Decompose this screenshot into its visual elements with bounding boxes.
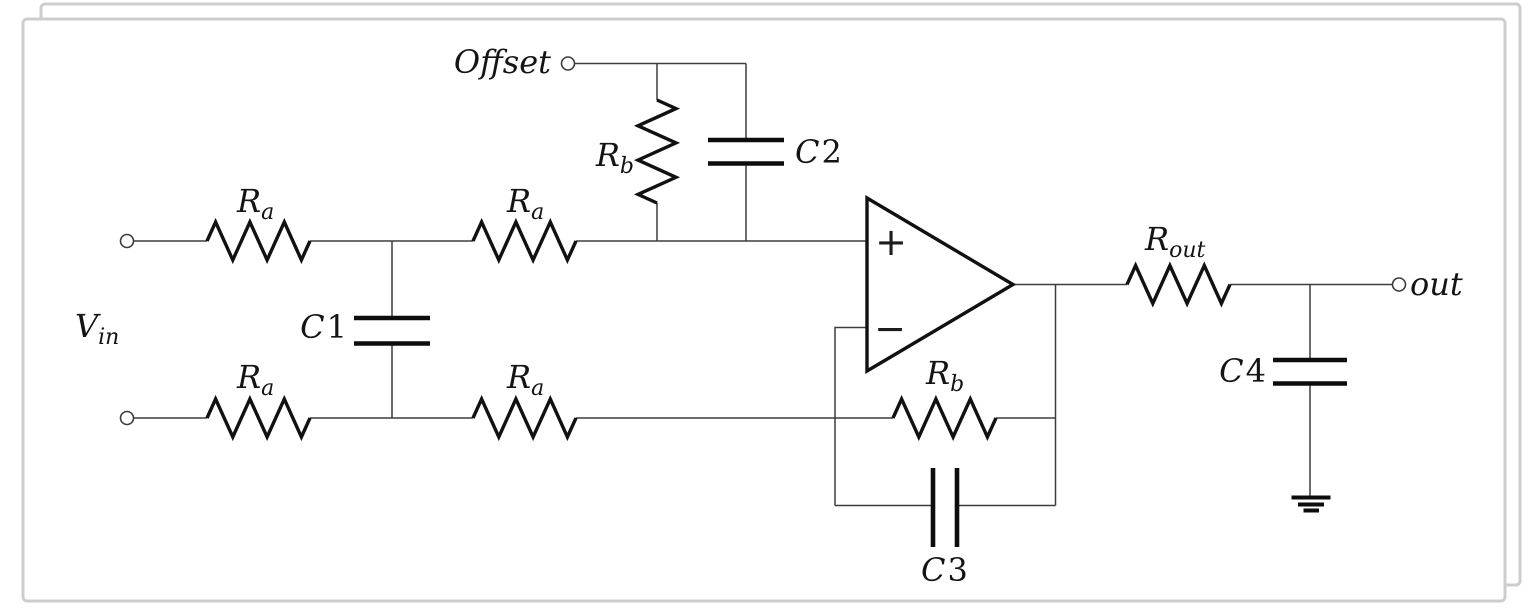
opamp-triangle [865, 195, 1017, 374]
label-ra-top-mid: Ra [506, 182, 544, 225]
terminal-vin-bottom [119, 410, 135, 426]
resistor-ra-top-left [205, 217, 312, 265]
label-c3: C3 [921, 551, 968, 589]
resistor-rb-offset [633, 98, 681, 205]
capacitor-c3 [930, 468, 960, 547]
label-offset: Offset [454, 43, 551, 81]
terminal-out [1391, 277, 1407, 292]
resistor-rout [1125, 261, 1232, 308]
label-c4: C4 [1219, 352, 1266, 390]
label-ra-top-left: Ra [236, 182, 274, 225]
capacitor-c4 [1273, 357, 1347, 386]
ground-symbol [1291, 495, 1331, 513]
label-rout: Rout [1144, 220, 1206, 263]
label-rb-offset: Rb [595, 136, 634, 179]
resistor-rb-feedback [891, 394, 998, 442]
capacitor-c2 [708, 137, 784, 166]
terminal-offset [560, 56, 576, 71]
label-c2: C2 [795, 133, 842, 171]
capacitor-c1 [354, 315, 430, 346]
opamp-minus-sign: − [874, 307, 906, 351]
opamp-plus-sign: + [875, 220, 907, 264]
resistor-ra-bottom-left [205, 394, 312, 442]
stacked-card-front [21, 17, 1507, 603]
terminal-vin-top [119, 233, 135, 249]
wire-inverting-input [834, 326, 867, 506]
label-rb-feedback: Rb [925, 354, 964, 397]
label-ra-bottom-left: Ra [236, 358, 274, 401]
resistor-ra-bottom-mid [471, 394, 578, 442]
label-vin: Vin [75, 307, 119, 350]
resistor-ra-top-mid [471, 217, 578, 265]
label-out: out [1410, 265, 1463, 303]
label-ra-bottom-mid: Ra [506, 358, 544, 401]
label-c1: C1 [300, 308, 347, 346]
